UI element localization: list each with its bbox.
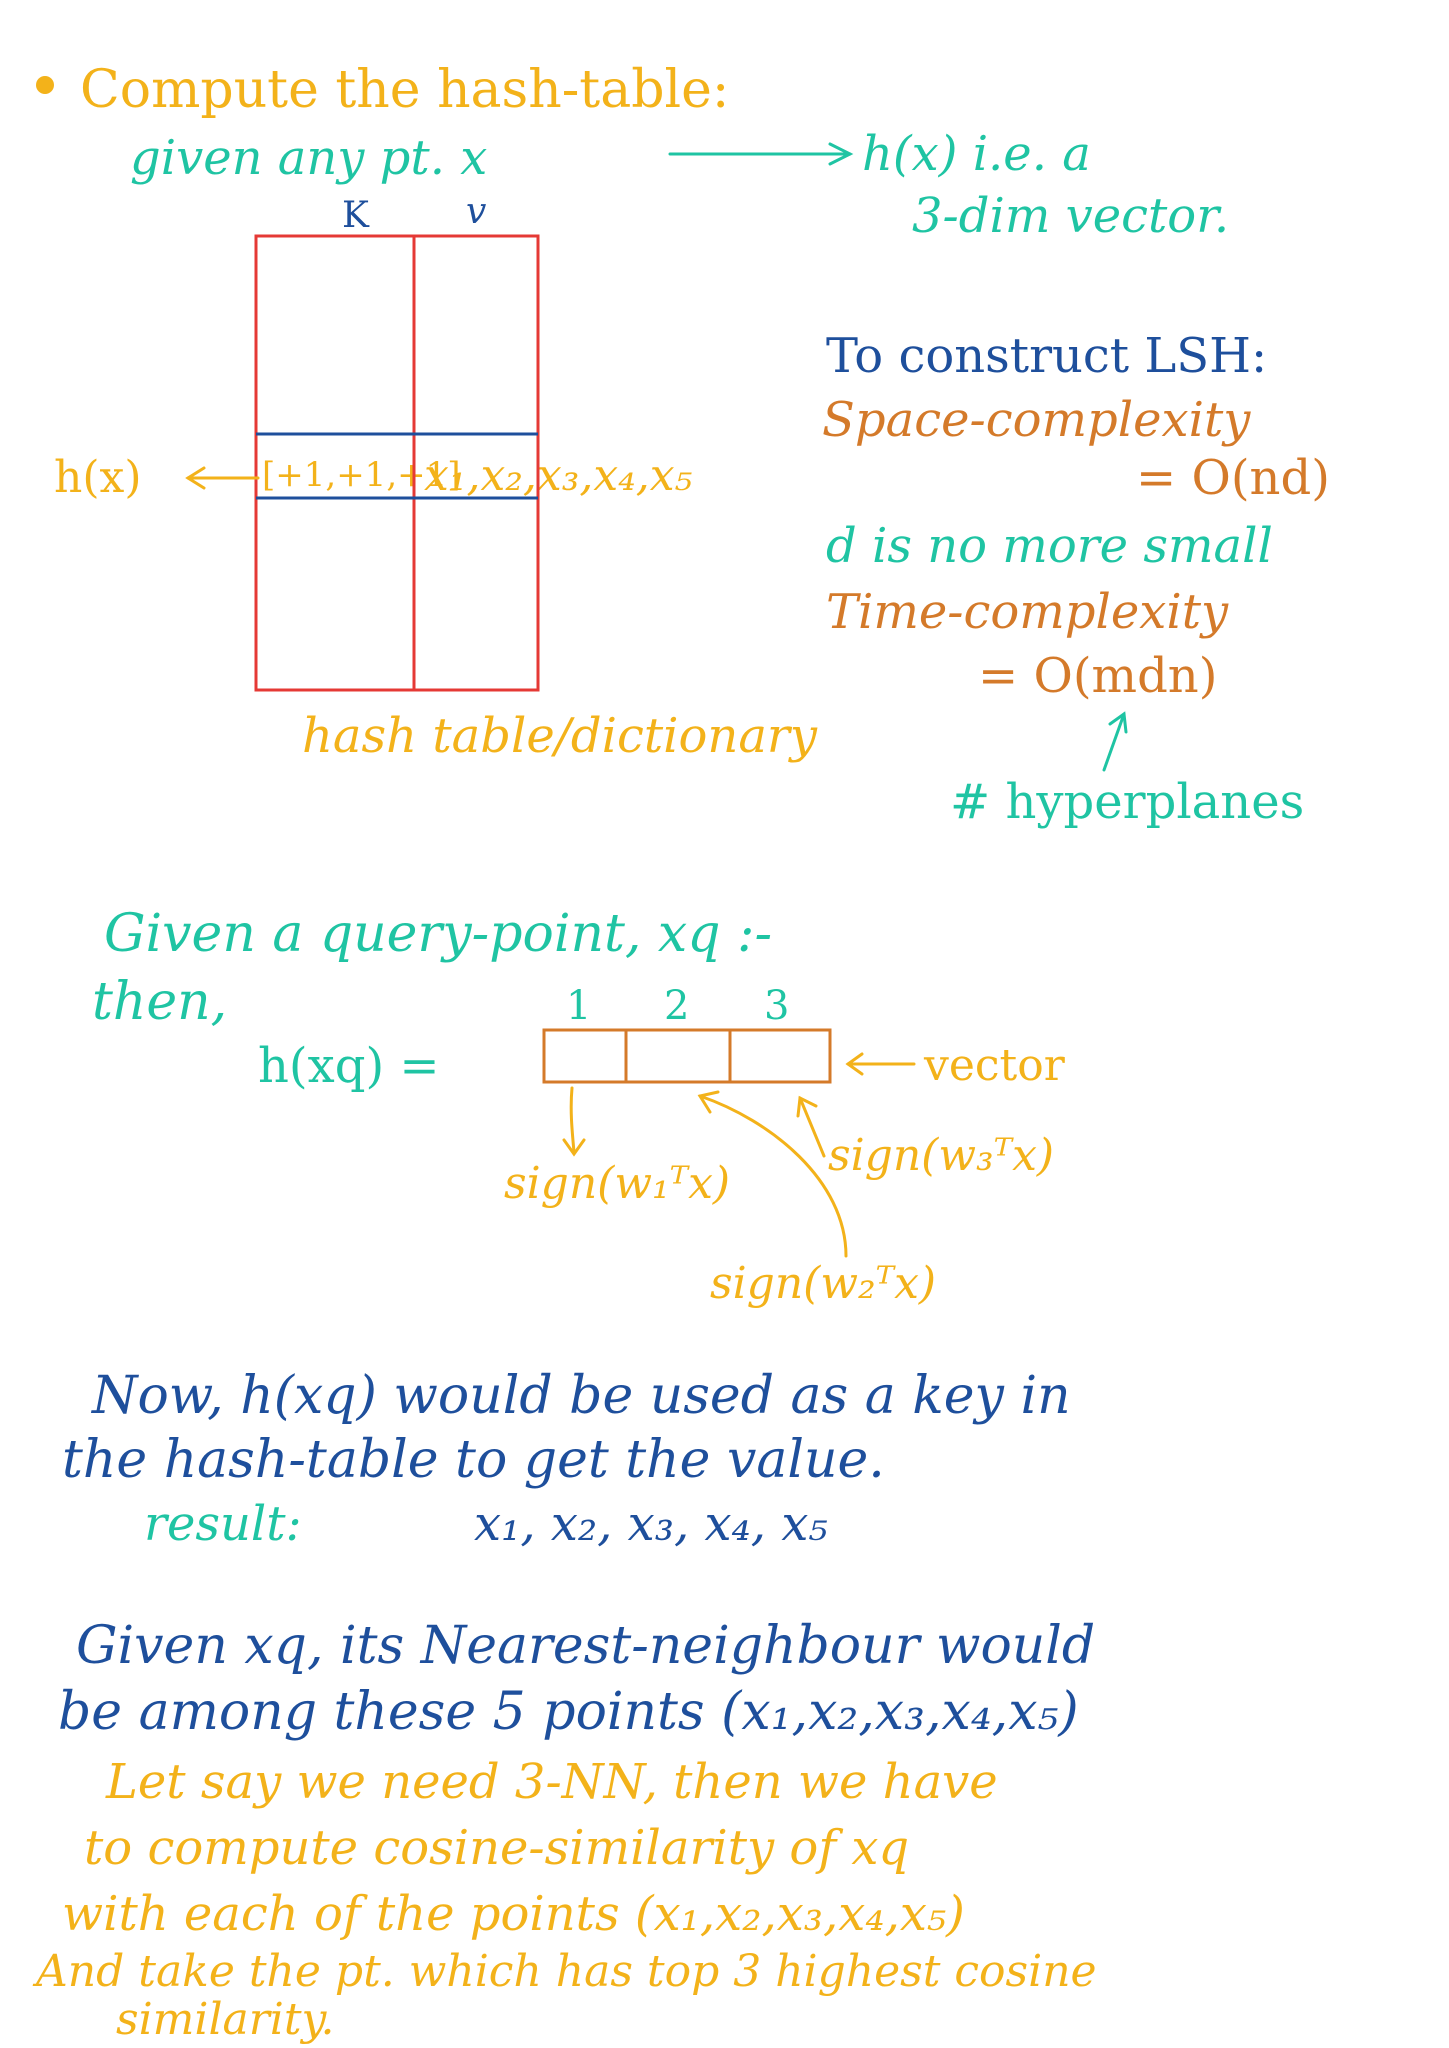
now-line-2: the hash-table to get the value. bbox=[62, 1430, 885, 1490]
nn-line-2: be among these 5 points (x₁,x₂,x₃,x₄,x₅) bbox=[58, 1682, 1079, 1742]
nn-line-6: And take the pt. which has top 3 highest… bbox=[36, 1946, 1097, 1997]
arrow-vector-label bbox=[845, 1052, 916, 1076]
bullet-dot bbox=[36, 76, 54, 94]
vector-index-2: 2 bbox=[664, 983, 690, 1029]
vector-index-3: 3 bbox=[764, 983, 790, 1029]
result-label: result: bbox=[144, 1496, 302, 1552]
vector-label: vector bbox=[924, 1040, 1065, 1091]
hx-vector-text: h(x) i.e. a bbox=[862, 126, 1091, 182]
hash-table bbox=[254, 234, 540, 692]
given-any-point: given any pt. x bbox=[130, 130, 488, 186]
heading-compute-hash-table: Compute the hash-table: bbox=[80, 60, 730, 120]
arrow-cell1-to-sign1 bbox=[562, 1086, 586, 1157]
arrow-to-m bbox=[1102, 711, 1128, 772]
h-xq-equals: h(xq) = bbox=[258, 1038, 440, 1094]
arrow-sign2-to-cell2 bbox=[697, 1090, 848, 1258]
value-cell-points: x₁,x₂,x₃,x₄,x₅ bbox=[424, 450, 693, 501]
query-vector-box bbox=[542, 1028, 832, 1084]
nn-line-5: with each of the points (x₁,x₂,x₃,x₄,x₅) bbox=[62, 1886, 965, 1942]
arrow-key-to-hx bbox=[185, 466, 260, 490]
query-point-line: Given a query-point, xq :- bbox=[104, 904, 773, 964]
then-line: then, bbox=[92, 972, 228, 1032]
hyperplanes-label: # hyperplanes bbox=[950, 774, 1305, 830]
time-complexity-label: Time-complexity bbox=[826, 584, 1229, 640]
space-complexity-value: = O(nd) bbox=[1136, 450, 1330, 506]
arrow-x-to-hx bbox=[668, 142, 854, 166]
hash-table-caption: hash table/dictionary bbox=[302, 708, 817, 764]
vector-index-1: 1 bbox=[566, 983, 592, 1029]
hash-table-border bbox=[254, 234, 540, 692]
time-complexity-value: = O(mdn) bbox=[978, 648, 1218, 704]
nn-line-1: Given xq, its Nearest-neighbour would bbox=[76, 1616, 1096, 1676]
sign-w1-label: sign(w₁ᵀx) bbox=[504, 1158, 731, 1209]
nn-line-4: to compute cosine-similarity of xq bbox=[84, 1820, 910, 1876]
hx-row-label: h(x) bbox=[54, 452, 142, 503]
now-line-1: Now, h(xq) would be used as a key in bbox=[92, 1366, 1071, 1426]
three-dim-vector-text: 3-dim vector. bbox=[912, 188, 1230, 244]
key-cell-value: [+1,+1,+1] bbox=[262, 455, 461, 495]
nn-line-3: Let say we need 3-NN, then we have bbox=[106, 1754, 998, 1810]
d-not-small-note: d is no more small bbox=[826, 518, 1273, 574]
sign-w2-label: sign(w₂ᵀx) bbox=[710, 1258, 937, 1309]
result-points: x₁, x₂, x₃, x₄, x₅ bbox=[474, 1496, 828, 1552]
sign-w3-label: sign(w₃ᵀx) bbox=[828, 1130, 1055, 1181]
nn-line-7: similarity. bbox=[116, 1994, 335, 2045]
construct-lsh-title: To construct LSH: bbox=[826, 328, 1268, 384]
column-v-label: v bbox=[466, 191, 487, 232]
arrow-sign3-to-cell3 bbox=[796, 1095, 826, 1158]
space-complexity-label: Space-complexity bbox=[822, 392, 1251, 448]
column-k-label: K bbox=[342, 195, 369, 236]
